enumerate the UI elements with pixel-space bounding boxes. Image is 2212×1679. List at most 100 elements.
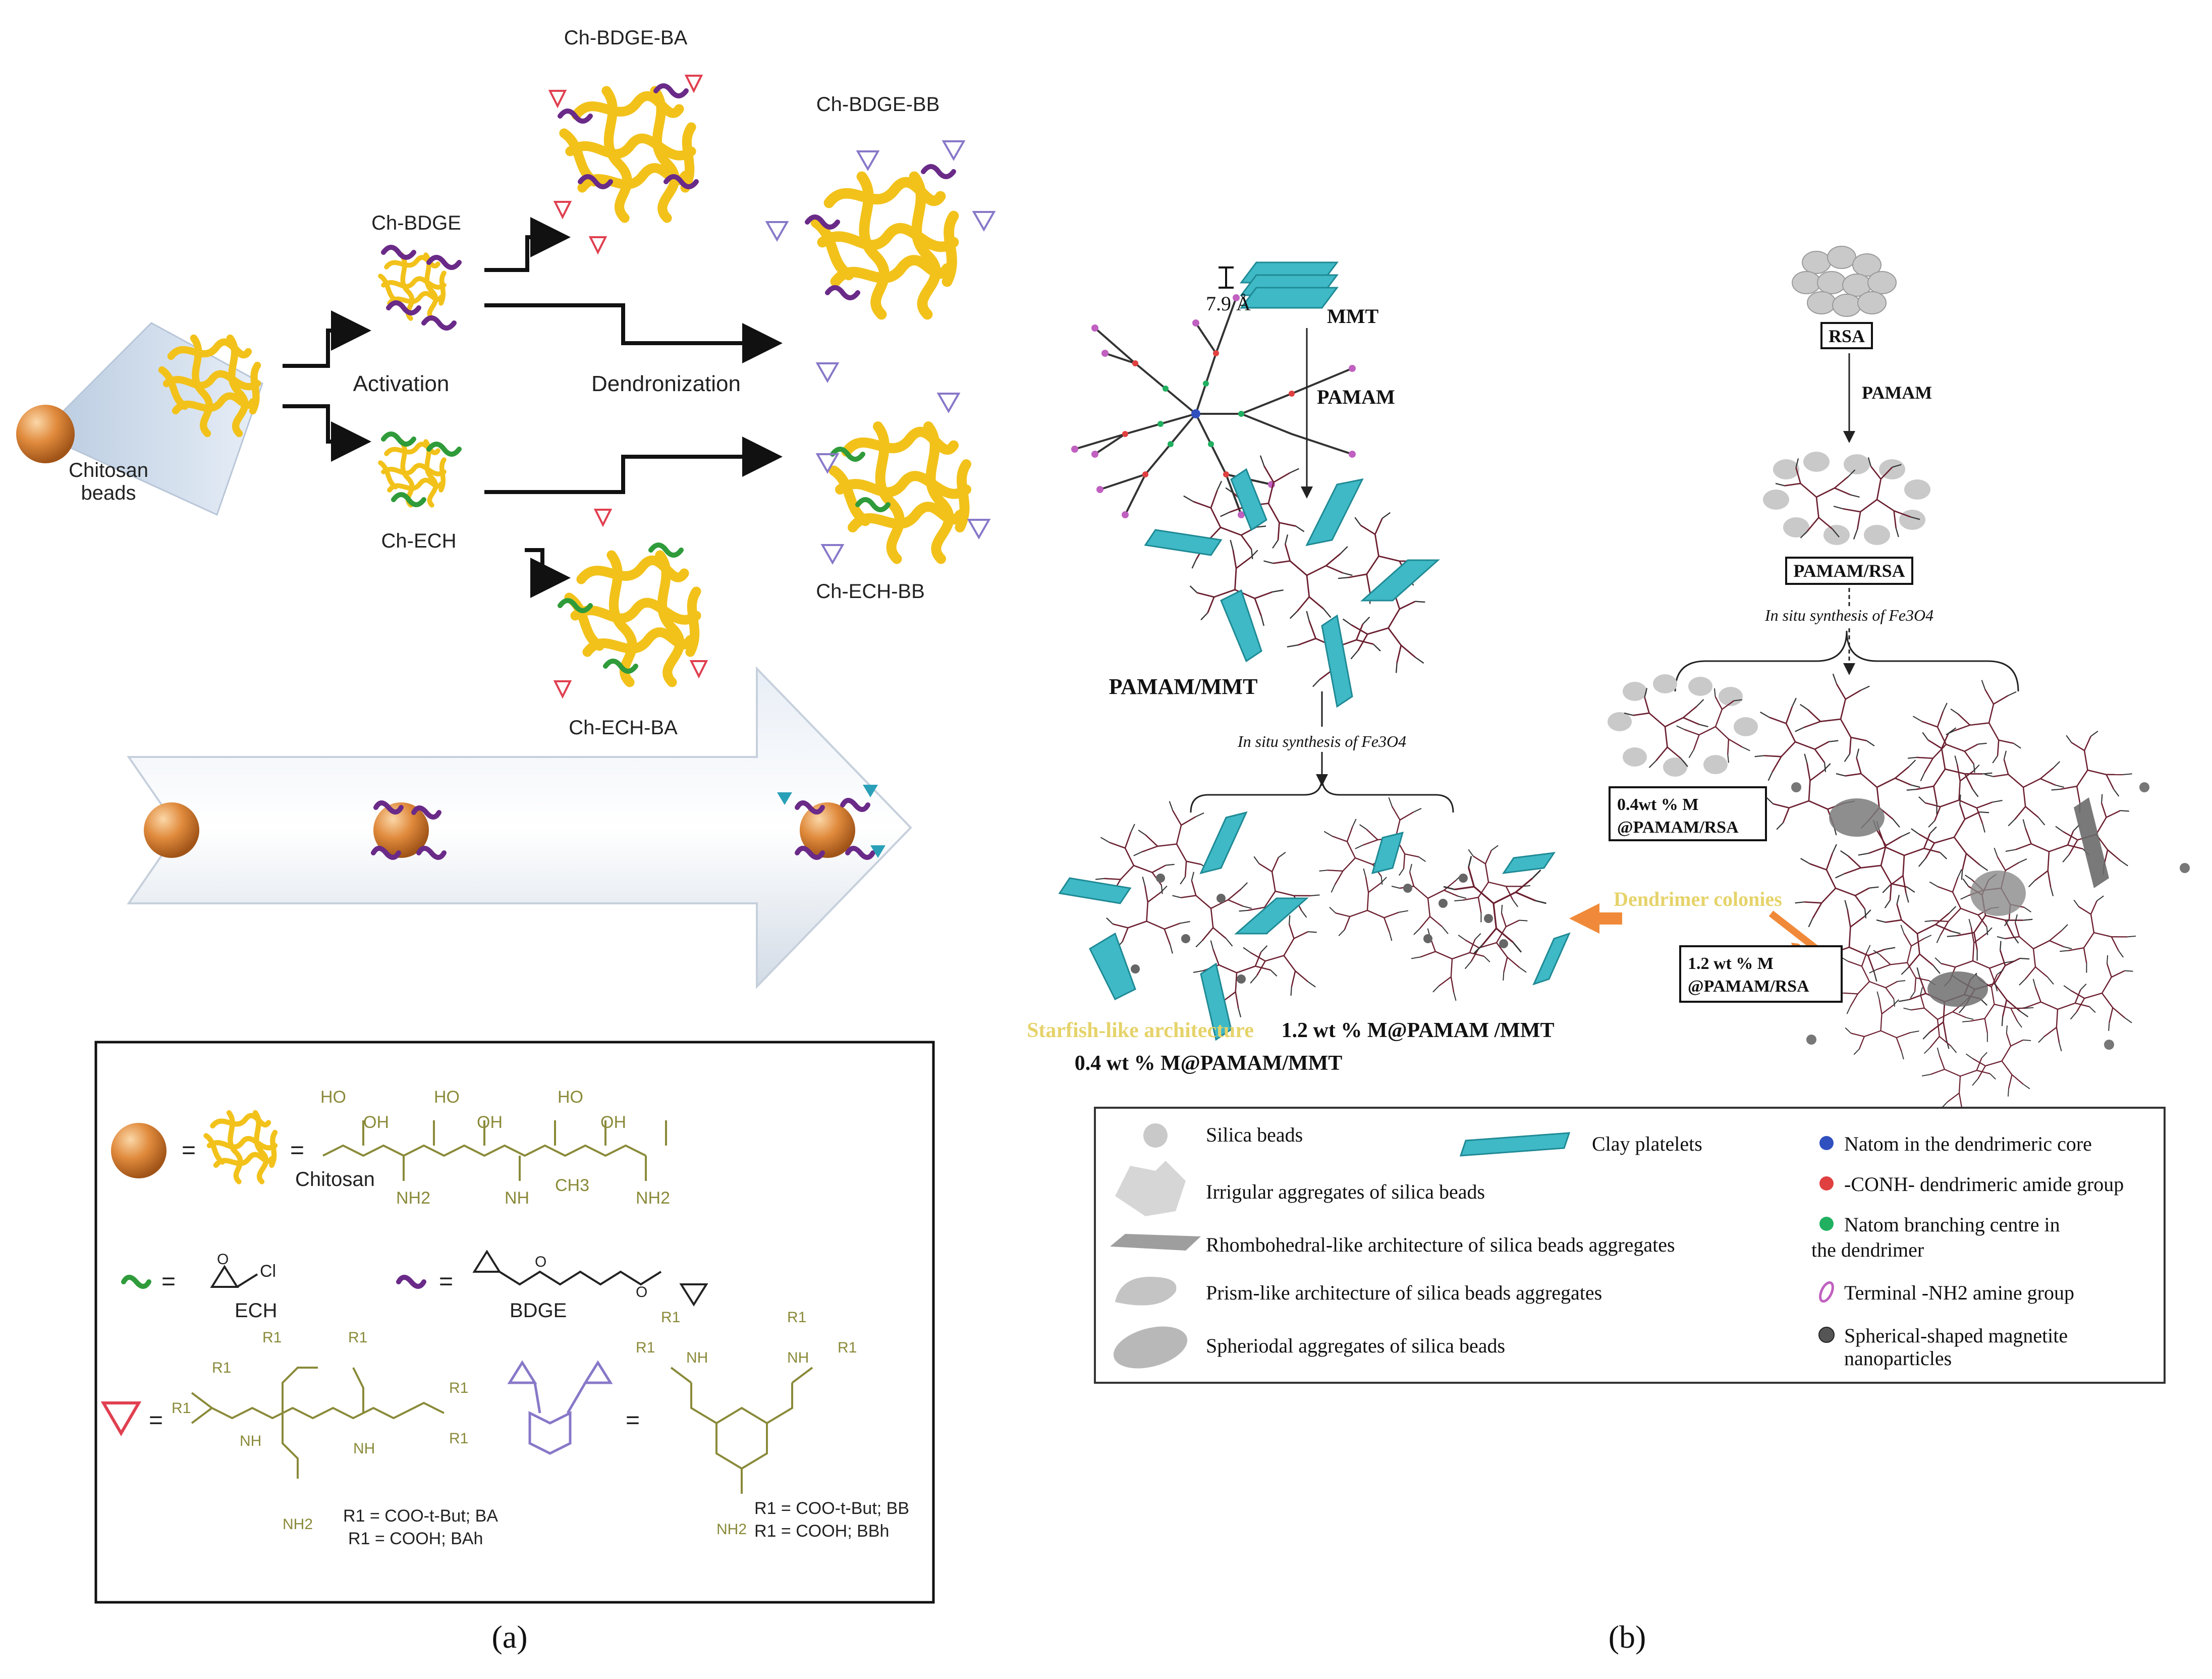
o-label-bdge2: O (636, 1284, 647, 1301)
ch3-label: CH3 (555, 1176, 589, 1195)
rsa-silica-cluster (1792, 246, 1897, 317)
chemistry-legend-box (94, 1041, 935, 1604)
chitosan-bead-start (16, 322, 263, 516)
irregular-aggregate-icon (1115, 1161, 1186, 1216)
equals-sign-6: = (626, 1407, 640, 1434)
prism-icon (1115, 1277, 1177, 1306)
oh-label-1: OH (363, 1113, 389, 1132)
legend-rhombohedral: Rhombohedral-like architecture of silica… (1110, 1233, 1675, 1256)
legend-linker-row: = O Cl ECH = O O BDGE (121, 1250, 708, 1322)
legend-text-magnetite: Spherical-shaped magnetite (1844, 1324, 2068, 1347)
m04-mmt-label: 0.4 wt % M@PAMAM/MMT (1075, 1052, 1342, 1075)
legend-text-n-branch-2: the dendrimer (1811, 1238, 1924, 1261)
pamam-rsa-complex (1763, 444, 1933, 558)
m12-rsa-label-line1: 1.2 wt % M (1688, 954, 1774, 973)
legend-irregular-aggregates: Irrigular aggregates of silica beads (1115, 1161, 1485, 1216)
panel-b: 7.9 Å MMT PAMAM (1027, 246, 2190, 1655)
pamam-mmt-complex (1144, 447, 1440, 708)
m04-rsa-label-line2: @PAMAM/RSA (1617, 818, 1739, 837)
dendronization-label: Dendronization (591, 371, 741, 396)
ch-bdge-bb-particle (765, 140, 996, 384)
oh-label-3: OH (600, 1113, 626, 1132)
legend-nh2: Terminal -NH2 amine group (1819, 1281, 2074, 1304)
panel-b-caption: (b) (1609, 1619, 1646, 1655)
legend-silica-beads: Silica beads (1143, 1123, 1303, 1148)
nh2-label-b: NH2 (716, 1521, 747, 1538)
spacing-label: 7.9 Å (1206, 292, 1251, 315)
arrow-bdge-to-bb (484, 303, 783, 363)
ch-ech-label: Ch-ECH (381, 530, 457, 552)
equals-sign-3: = (161, 1268, 176, 1295)
ho-label-2: HO (434, 1088, 460, 1107)
ch-ech-particle (380, 431, 462, 505)
ch-bdge-bb-label: Ch-BDGE-BB (816, 93, 940, 116)
in-situ-left-label: In situ synthesis of Fe3O4 (1237, 732, 1406, 750)
m12-rsa-label-box (1679, 945, 1843, 1003)
chitosan-structure: HO OH HO OH HO OH NH2 NH CH3 NH2 (320, 1088, 670, 1208)
clay-platelet-icon (1459, 1132, 1571, 1157)
panel-a: Chitosan beads Activation Ch-BDGE Ch-ECH… (16, 27, 996, 1655)
m04-pamam-mmt-complex (1058, 794, 1330, 1041)
bdge-structure: O O (472, 1250, 708, 1307)
chitosan-beads-label-line1: Chitosan (69, 459, 148, 481)
legend-spheroidal: Spheriodal aggregates of silica beads (1113, 1326, 1505, 1369)
nh-label-b1: NH (686, 1349, 708, 1366)
ch-ech-bb-particle (815, 393, 991, 565)
mmt-stack (1219, 261, 1339, 309)
pamam-label-right: PAMAM (1862, 383, 1932, 403)
legend-text-silica-beads: Silica beads (1206, 1123, 1303, 1146)
pamam-dendrimer (1071, 294, 1356, 518)
r1-label-a1: R1 (212, 1360, 231, 1376)
legend-text-magnetite-2: nanoparticles (1844, 1347, 1952, 1370)
legend-n-branch: Natom branching centre in the dendrimer (1811, 1213, 2060, 1261)
oh-label-2: OH (477, 1113, 503, 1132)
bah-r1-definition: R1 = COOH; BAh (348, 1529, 483, 1548)
m12-mmt-label: 1.2 wt % M@PAMAM /MMT (1282, 1019, 1555, 1042)
r1-label-b1: R1 (636, 1339, 655, 1356)
legend-text-clay: Clay platelets (1592, 1132, 1702, 1155)
bdge-legend-label: BDGE (510, 1299, 567, 1322)
legend-text-nh2: Terminal -NH2 amine group (1844, 1281, 2074, 1304)
ho-label-3: HO (558, 1088, 583, 1107)
o-label-ech: O (217, 1251, 229, 1268)
legend-magnetite: Spherical-shaped magnetite nanoparticles (1818, 1324, 2068, 1370)
ch-bdge-ba-particle (548, 75, 703, 255)
equals-sign-4: = (439, 1268, 453, 1295)
chitosan-legend-label: Chitosan (295, 1168, 375, 1190)
ech-legend-label: ECH (235, 1299, 277, 1322)
arrow-bdge-to-ba (484, 217, 571, 272)
ba-triangle-icon (100, 1401, 142, 1436)
m12-pamam-rsa-complex (1741, 666, 2190, 1123)
equals-sign-2: = (290, 1137, 304, 1164)
legend-prism: Prism-like architecture of silica beads … (1115, 1277, 1602, 1306)
rsa-label-box (1820, 322, 1873, 349)
r1-label-a5: R1 (449, 1380, 468, 1396)
rsa-label: RSA (1829, 326, 1865, 346)
starfish-label: Starfish-like architecture (1027, 1019, 1254, 1042)
legend-clay-platelets: Clay platelets (1459, 1132, 1702, 1157)
orange-arrow-left (1569, 903, 1622, 934)
r1-label-a4: R1 (172, 1400, 191, 1417)
pamam-label-left: PAMAM (1317, 386, 1395, 408)
nh2-icon (1819, 1281, 1834, 1303)
ho-label-1: HO (320, 1088, 346, 1107)
pamam-rsa-label: PAMAM/RSA (1793, 561, 1905, 581)
r1-label-b3: R1 (787, 1309, 806, 1326)
panel-a-caption: (a) (491, 1619, 527, 1655)
arrow-to-bdge (283, 310, 371, 368)
ch-ech-ba-label: Ch-ECH-BA (569, 717, 678, 739)
m04-rsa-label-box (1609, 786, 1767, 841)
legend-text-spheroidal: Spheriodal aggregates of silica beads (1206, 1334, 1505, 1357)
dendrimer-colonies-label: Dendrimer colonies (1614, 888, 1782, 910)
nh-label-b2: NH (787, 1349, 809, 1366)
legend-text-amide: -CONH- dendrimeric amide group (1844, 1173, 2124, 1196)
ba-r1-definition: R1 = COO-t-But; BA (343, 1506, 498, 1526)
r1-label-b2: R1 (661, 1309, 680, 1326)
mmt-label: MMT (1327, 305, 1379, 328)
arrow-ech-to-ba (525, 548, 571, 598)
ch-bdge-particle (380, 245, 462, 331)
r1-label-b4: R1 (838, 1339, 857, 1356)
equals-sign-5: = (149, 1407, 163, 1434)
brace-left (1190, 777, 1454, 813)
